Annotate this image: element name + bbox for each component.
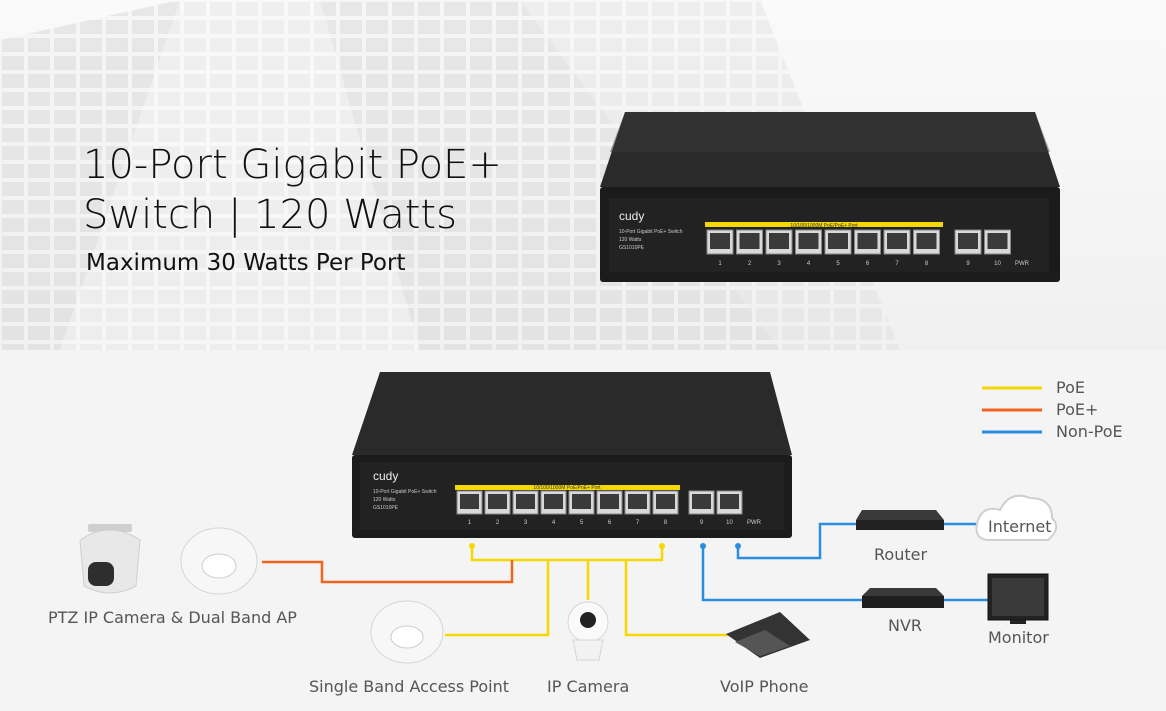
port-number: 4	[552, 520, 556, 526]
dual-band-ap-icon	[180, 527, 258, 595]
switch-ports: 1 2 3 4 5 6 7 8 9 10	[706, 229, 1011, 267]
ethernet-port-socket	[828, 233, 848, 249]
switch-model-line2: 120 Watts	[619, 237, 642, 243]
single-band-ap-icon	[370, 600, 444, 664]
label-ip-camera: IP Camera	[547, 677, 630, 696]
legend-label-poe: PoE	[1056, 378, 1085, 397]
ptz-camera-icon	[79, 524, 141, 594]
ip-camera-icon	[567, 601, 609, 661]
port-number: 5	[580, 520, 584, 526]
port-number: 10	[994, 261, 1001, 267]
ethernet-port-socket	[516, 494, 535, 509]
diagram-switch-model-line1: 10-Port Gigabit PoE+ Switch	[373, 489, 437, 495]
ethernet-port-socket	[572, 494, 591, 509]
port-number: 9	[700, 520, 704, 526]
port-number: 10	[726, 520, 733, 526]
port-number: 2	[496, 520, 500, 526]
ethernet-port-socket	[958, 233, 978, 249]
ethernet-port-socket	[857, 233, 878, 249]
ethernet-port-socket	[544, 494, 563, 509]
diagram-switch-pwr-label: PWR	[747, 520, 762, 526]
ethernet-port-socket	[739, 233, 760, 249]
diagram-switch-poe-label: 10/100/1000M PoE/PoE+ Port	[533, 485, 601, 491]
switch-product-image: cudy 10-Port Gigabit PoE+ Switch 120 Wat…	[600, 112, 1060, 282]
diagram-switch-model-code: GS1010PE	[373, 505, 399, 511]
label-router: Router	[874, 545, 928, 564]
port-number: 9	[966, 261, 970, 267]
port-number: 8	[664, 520, 668, 526]
label-nvr: NVR	[888, 616, 923, 635]
port-number: 7	[895, 261, 899, 267]
ethernet-port-socket	[916, 233, 937, 249]
poe-line-voip	[624, 560, 732, 637]
label-voip: VoIP Phone	[720, 677, 809, 696]
ethernet-port-socket	[656, 494, 675, 509]
diagram-switch-brand: cudy	[373, 469, 398, 483]
network-diagram: cudy 10-Port Gigabit PoE+ Switch 120 Wat…	[79, 372, 1058, 664]
diagram-switch: cudy 10-Port Gigabit PoE+ Switch 120 Wat…	[352, 372, 792, 538]
label-internet: Internet	[988, 517, 1052, 536]
internet-cloud-icon	[975, 494, 1058, 541]
port-number: 2	[748, 261, 752, 267]
legend-label-nonpoe: Non-PoE	[1056, 422, 1123, 441]
switch-model-line1: 10-Port Gigabit PoE+ Switch	[619, 229, 683, 235]
line-endpoints	[469, 543, 741, 549]
label-monitor: Monitor	[988, 628, 1049, 647]
port-number: 7	[636, 520, 640, 526]
page-subtitle: Maximum 30 Watts Per Port	[86, 250, 406, 276]
ethernet-port-socket	[720, 494, 739, 509]
router-icon	[856, 510, 944, 530]
poe-bus-line	[470, 546, 664, 562]
port-number: 1	[468, 520, 472, 526]
switch-poe-label: 10/100/1000M PoE/PoE+ Port	[790, 223, 858, 229]
nonpoe-line-router	[736, 522, 858, 560]
nvr-icon	[862, 588, 944, 608]
ethernet-port-socket	[600, 494, 619, 509]
ethernet-port-socket	[628, 494, 647, 509]
switch-brand: cudy	[619, 209, 644, 223]
ethernet-port-socket	[710, 233, 730, 249]
diagram-switch-model-line2: 120 Watts	[373, 497, 396, 503]
legend	[982, 386, 1042, 434]
ethernet-port-socket	[692, 494, 711, 509]
ethernet-port-socket	[460, 494, 479, 509]
port-number: 4	[807, 261, 811, 267]
switch-model-code: GS1010PE	[619, 245, 645, 251]
switch-pwr-label: PWR	[1015, 261, 1030, 267]
legend-label-poeplus: PoE+	[1056, 400, 1099, 419]
diagram-switch-ports: 1 2 3 4 5 6 7 8 9 10	[456, 490, 743, 526]
monitor-icon	[987, 573, 1049, 624]
ethernet-port-socket	[798, 233, 819, 249]
ethernet-port-socket	[769, 233, 789, 249]
port-number: 8	[925, 261, 929, 267]
port-number: 1	[718, 261, 722, 267]
ethernet-port-socket	[488, 494, 507, 509]
nonpoe-line-nvr	[701, 546, 866, 602]
poeplus-line	[262, 560, 514, 584]
ethernet-port-socket	[887, 233, 907, 249]
port-number: 6	[866, 261, 870, 267]
poe-line-ap	[445, 560, 550, 637]
connection-lines	[262, 522, 988, 637]
label-ptz-ap: PTZ IP Camera & Dual Band AP	[48, 608, 297, 627]
port-number: 3	[777, 261, 781, 267]
page-title: 10-Port Gigabit PoE+ Switch | 120 Watts	[83, 142, 502, 238]
port-number: 6	[608, 520, 612, 526]
port-number: 3	[524, 520, 528, 526]
ethernet-port-socket	[987, 233, 1008, 249]
label-single-ap: Single Band Access Point	[309, 677, 510, 696]
voip-phone-icon	[726, 612, 810, 658]
port-number: 5	[836, 261, 840, 267]
